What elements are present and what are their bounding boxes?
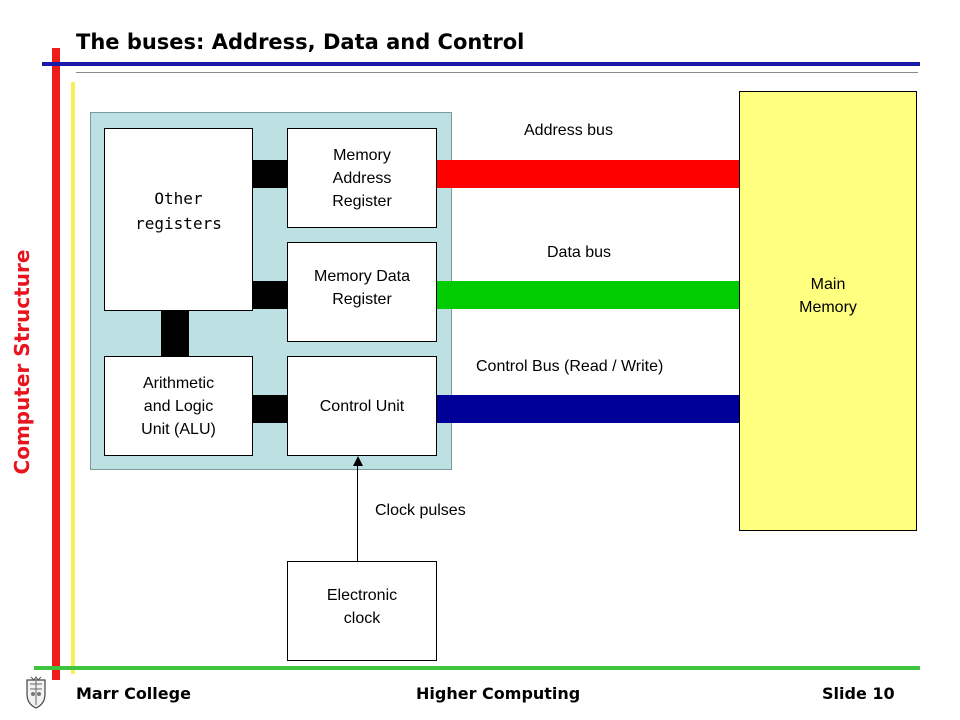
footer-right: Slide 10 — [822, 684, 895, 703]
memory-data-register-box: Memory Data Register — [287, 242, 437, 342]
main-memory-box: Main Memory — [739, 91, 917, 531]
clock-pulse-line — [357, 462, 358, 562]
connector-registers-mar — [252, 160, 288, 188]
clock-pulse-arrowhead — [353, 456, 363, 466]
alu-box: Arithmetic and Logic Unit (ALU) — [104, 356, 253, 456]
grey-top-rule — [76, 72, 918, 73]
address-bus — [437, 160, 741, 188]
footer-left: Marr College — [76, 684, 191, 703]
side-title: Computer Structure — [10, 249, 34, 475]
connector-registers-mdr — [252, 281, 288, 309]
footer-center: Higher Computing — [416, 684, 581, 703]
electronic-clock-box: Electronic clock — [287, 561, 437, 661]
data-bus — [437, 281, 741, 309]
control-bus — [437, 395, 741, 423]
address-bus-label: Address bus — [524, 122, 613, 139]
blue-top-rule — [42, 62, 920, 66]
connector-registers-alu — [161, 310, 189, 357]
green-bottom-rule — [34, 666, 920, 670]
other-registers-box: Other registers — [104, 128, 253, 311]
slide-title: The buses: Address, Data and Control — [76, 30, 525, 54]
control-unit-box: Control Unit — [287, 356, 437, 456]
red-vertical-bar — [52, 48, 60, 680]
control-bus-label: Control Bus (Read / Write) — [476, 358, 664, 375]
clock-pulses-label: Clock pulses — [375, 502, 466, 519]
data-bus-label: Data bus — [547, 244, 612, 261]
memory-address-register-box: Memory Address Register — [287, 128, 437, 228]
crest-icon — [24, 676, 48, 710]
yellow-vertical-bar — [71, 82, 75, 674]
connector-alu-control — [252, 395, 288, 423]
